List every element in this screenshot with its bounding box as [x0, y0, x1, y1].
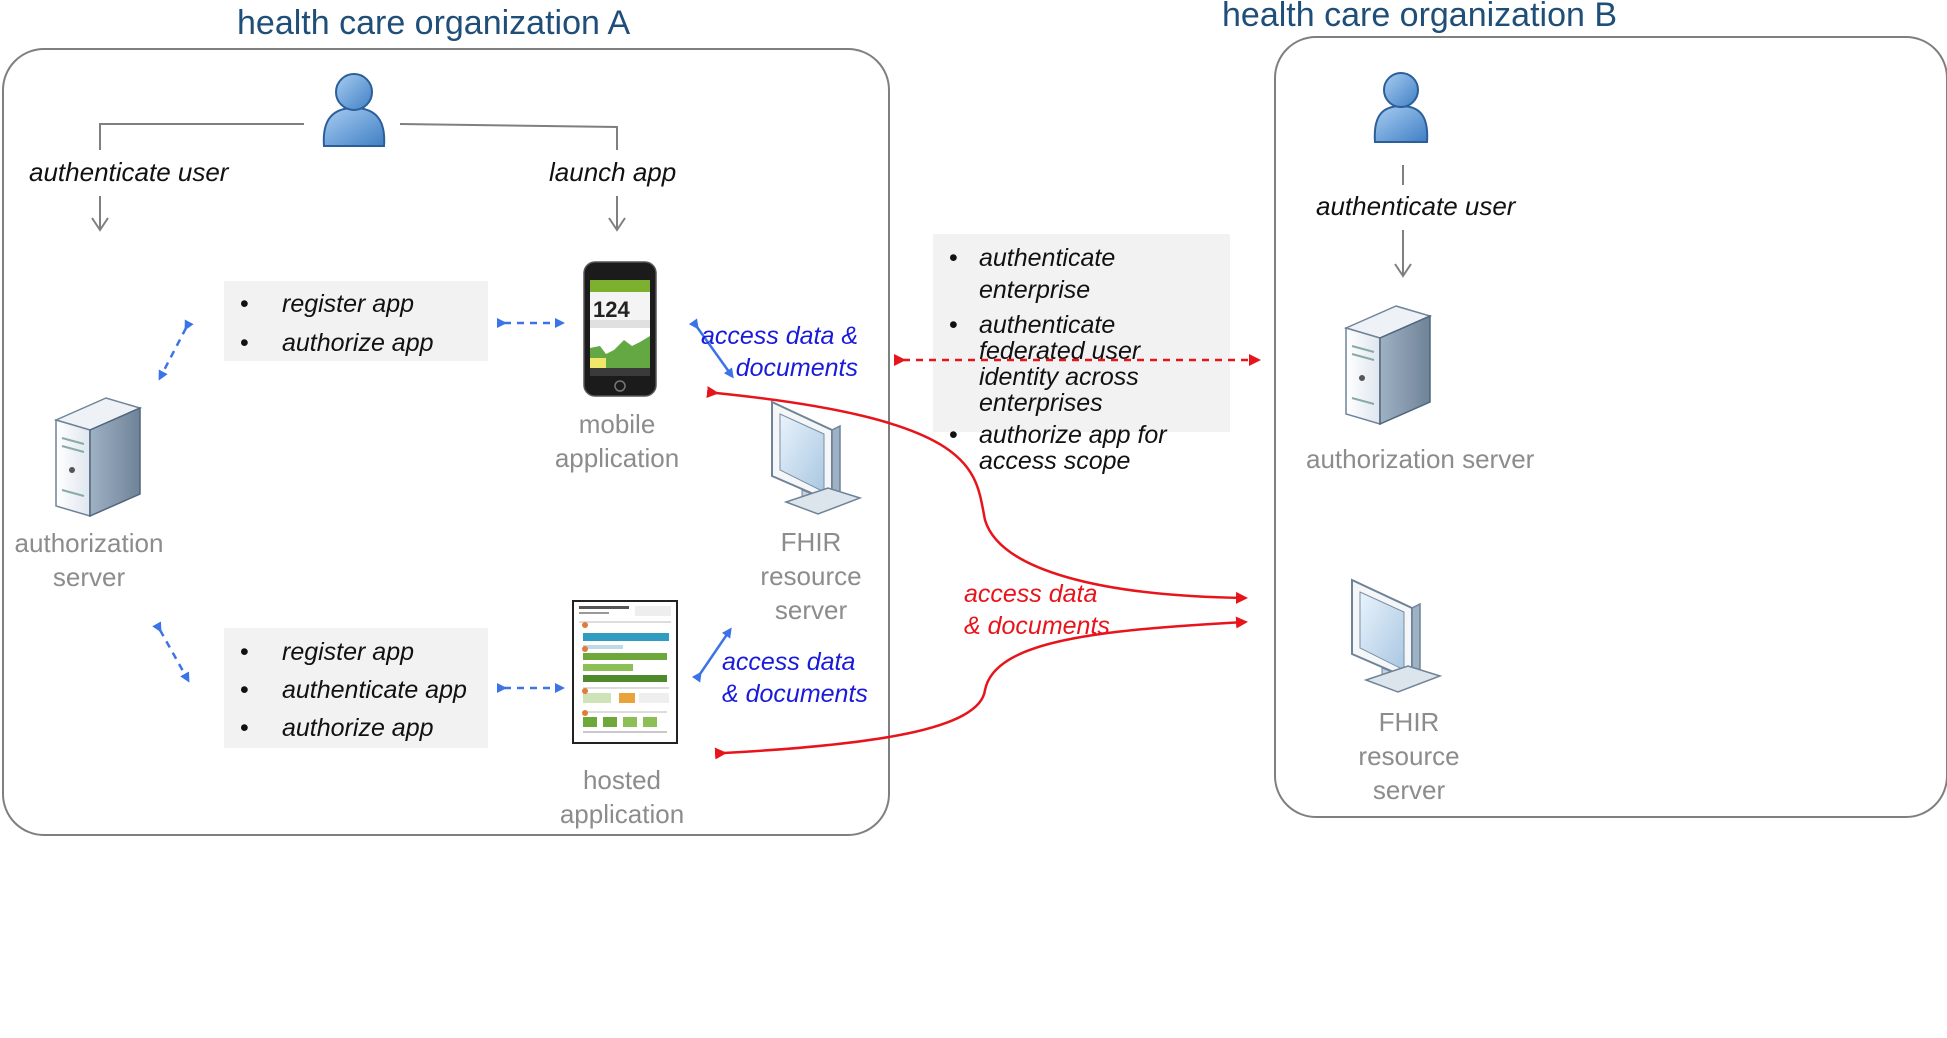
hosted-app-document-icon	[572, 600, 678, 744]
org-a-launch-app-label: launch app	[549, 157, 677, 187]
org-a-authenticate-user-label: authenticate user	[29, 157, 229, 187]
org-b-fhir-label: FHIR resource server	[1358, 707, 1460, 805]
org-a-user-connectors	[91, 123, 626, 232]
hosted-access-label: access data & documents	[722, 648, 868, 708]
fhir-server-icon-org-b	[1351, 578, 1443, 693]
cross-org-access-label: access data & documents	[964, 580, 1110, 640]
fhir-server-icon-org-a	[771, 400, 863, 515]
mobile-access-label: access data & documents	[700, 322, 858, 382]
org-a-title: health care organization A	[237, 4, 631, 42]
federation-step-enterprise: authenticate enterprise	[933, 242, 1220, 306]
mobile-step-authorize: authorize app	[224, 327, 488, 359]
mobile-step-register: register app	[224, 288, 488, 320]
mobile-app-phone-icon: 124	[583, 261, 657, 397]
phone-reading: 124	[593, 297, 630, 322]
org-b-authenticate-user-label: authenticate user	[1316, 191, 1516, 221]
hosted-step-authorize: authorize app	[224, 712, 488, 744]
org-a-auth-server-label: authorization server	[14, 528, 164, 592]
user-icon-org-a	[322, 73, 386, 147]
org-b-title: health care organization B	[1222, 0, 1618, 34]
auth-server-icon-org-a	[53, 397, 143, 518]
org-a-fhir-label: FHIR resource server	[760, 527, 862, 625]
org-b-user-connectors	[1394, 165, 1412, 278]
user-icon-org-b	[1373, 72, 1429, 143]
hosted-step-register: register app	[224, 636, 488, 668]
auth-server-icon-org-b	[1343, 305, 1433, 426]
mobile-app-label: mobile application	[554, 409, 680, 473]
hosted-app-label: hosted application	[559, 765, 685, 829]
org-b-auth-server-label: authorization server	[1306, 444, 1535, 474]
hosted-step-authenticate: authenticate app	[224, 674, 488, 706]
blue-dashed-arrows	[152, 318, 565, 693]
cross-org-access-arrows	[706, 386, 1248, 760]
mobile-app-steps-panel: register app authorize app	[224, 281, 488, 361]
hosted-app-steps-panel: register app authenticate app authorize …	[224, 628, 488, 748]
